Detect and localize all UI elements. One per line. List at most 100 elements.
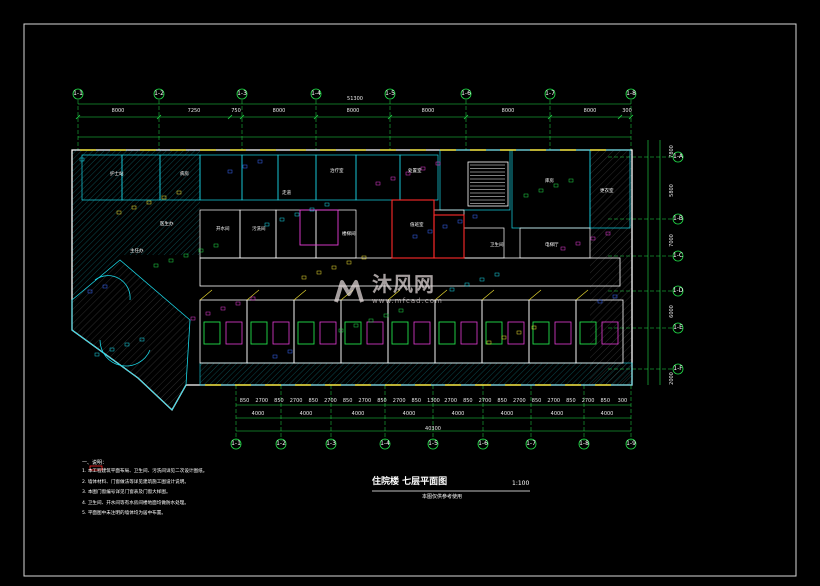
dimension-label-bottom-inner: 2700 [581, 398, 595, 404]
dimension-label-top: 8000 [111, 108, 125, 114]
fixture [560, 246, 566, 251]
axis-label-top: 1-2 [154, 90, 164, 97]
watermark: 沐风网 www.mfcad.com [332, 272, 492, 310]
dimension-label-top: 8000 [501, 108, 515, 114]
watermark-text: 沐风网 [372, 272, 435, 296]
bed-outline [554, 321, 572, 345]
fixture [412, 234, 418, 239]
wing-arc [94, 275, 131, 301]
room-outline [239, 209, 277, 259]
axis-label-bottom: 1-4 [380, 440, 390, 447]
axis-bubble [578, 438, 590, 450]
fixture [390, 176, 396, 181]
fixture [79, 157, 85, 162]
dimension-tick [387, 114, 393, 120]
bed-outline [272, 321, 290, 345]
room-outline [439, 149, 511, 211]
fixture [398, 308, 404, 313]
fixture [301, 275, 307, 280]
watermark-url: www.mfcad.com [372, 297, 443, 305]
dimension-tick [239, 114, 245, 120]
fixture [176, 190, 182, 195]
fixture [597, 299, 603, 304]
fixture [501, 335, 507, 340]
bathroom-outline [203, 321, 221, 345]
axis-label-right: 1-C [672, 252, 684, 259]
fixture [361, 255, 367, 260]
dimension-label-top: 300 [622, 108, 632, 114]
axis-label-bottom: 1-5 [428, 440, 438, 447]
door-swing [481, 289, 495, 301]
drawing-frame [23, 23, 797, 577]
dimension-tick [313, 114, 319, 120]
fixture [420, 166, 426, 171]
door-swing [293, 289, 307, 301]
dimension-label-right: 2000 [668, 372, 675, 385]
ward-room [199, 299, 248, 364]
fixture [294, 212, 300, 217]
axis-bubble [625, 438, 637, 450]
fixture [405, 171, 411, 176]
room-label: 楼梯间 [342, 232, 356, 237]
dimension-tick [227, 114, 233, 120]
axis-bubble [672, 363, 684, 375]
wing-arc [99, 339, 151, 367]
bathroom-outline [297, 321, 315, 345]
dimension-label-bottom-inner: 850 [239, 398, 250, 404]
room-outline [275, 209, 317, 259]
dimension-tick [156, 114, 162, 120]
dimension-label-bottom-inner: 2700 [547, 398, 561, 404]
dimension-tick [617, 114, 623, 120]
axis-label-right: 1-B [673, 215, 683, 222]
axis-bubble [153, 88, 165, 100]
bathroom-outline [532, 321, 550, 345]
fixture [346, 260, 352, 265]
axis-label-bottom: 1-3 [326, 440, 336, 447]
fixture [235, 301, 241, 306]
fixture [87, 289, 93, 294]
fixture [472, 214, 478, 219]
hatch-zone-west [72, 150, 200, 300]
ward-room [246, 299, 295, 364]
axis-label-right: 1-F [673, 365, 683, 372]
fixture [538, 188, 544, 193]
axis-label-bottom: 1-1 [231, 440, 241, 447]
axis-label-top: 1-4 [311, 90, 321, 97]
fixture [324, 202, 330, 207]
fixture [227, 169, 233, 174]
stair-outline [391, 199, 435, 259]
axis-bubble [672, 151, 684, 163]
axis-bubble [230, 438, 242, 450]
fixture [131, 205, 137, 210]
room-label: 卫生间 [490, 243, 504, 248]
bathroom-outline [485, 321, 503, 345]
fixture [198, 248, 204, 253]
dimension-label-top: 8000 [272, 108, 286, 114]
axis-bubble [460, 88, 472, 100]
dimension-label-bottom-inner: 300 [617, 398, 628, 404]
fixture [553, 183, 559, 188]
fixture [316, 270, 322, 275]
axis-label-bottom: 1-9 [626, 440, 636, 447]
dimension-label-bottom-inner: 2700 [358, 398, 372, 404]
dimension-label-right: 5800 [668, 184, 675, 197]
dimension-label-bottom-inner: 850 [463, 398, 473, 404]
fixture [605, 231, 611, 236]
fixture [213, 243, 219, 248]
room-label: 治疗室 [330, 169, 344, 174]
bed-outline [319, 321, 337, 345]
notes-heading: 一、说明： [82, 460, 108, 466]
fixture [523, 193, 529, 198]
bed-outline [413, 321, 431, 345]
room-label: 污洗间 [252, 227, 266, 232]
dimension-label-bottom-inner: 1300 [427, 398, 440, 404]
room-label: 走道 [282, 191, 291, 196]
dimension-label-top: 8000 [421, 108, 435, 114]
drawing-subtitle: 本图仅供参考使用 [422, 494, 463, 500]
fixture [449, 287, 455, 292]
dimension-label-bottom-outer: 4000 [550, 411, 564, 417]
fixture [442, 224, 448, 229]
dimension-label-top: 8000 [346, 108, 360, 114]
axis-label-top: 1-8 [626, 90, 636, 97]
